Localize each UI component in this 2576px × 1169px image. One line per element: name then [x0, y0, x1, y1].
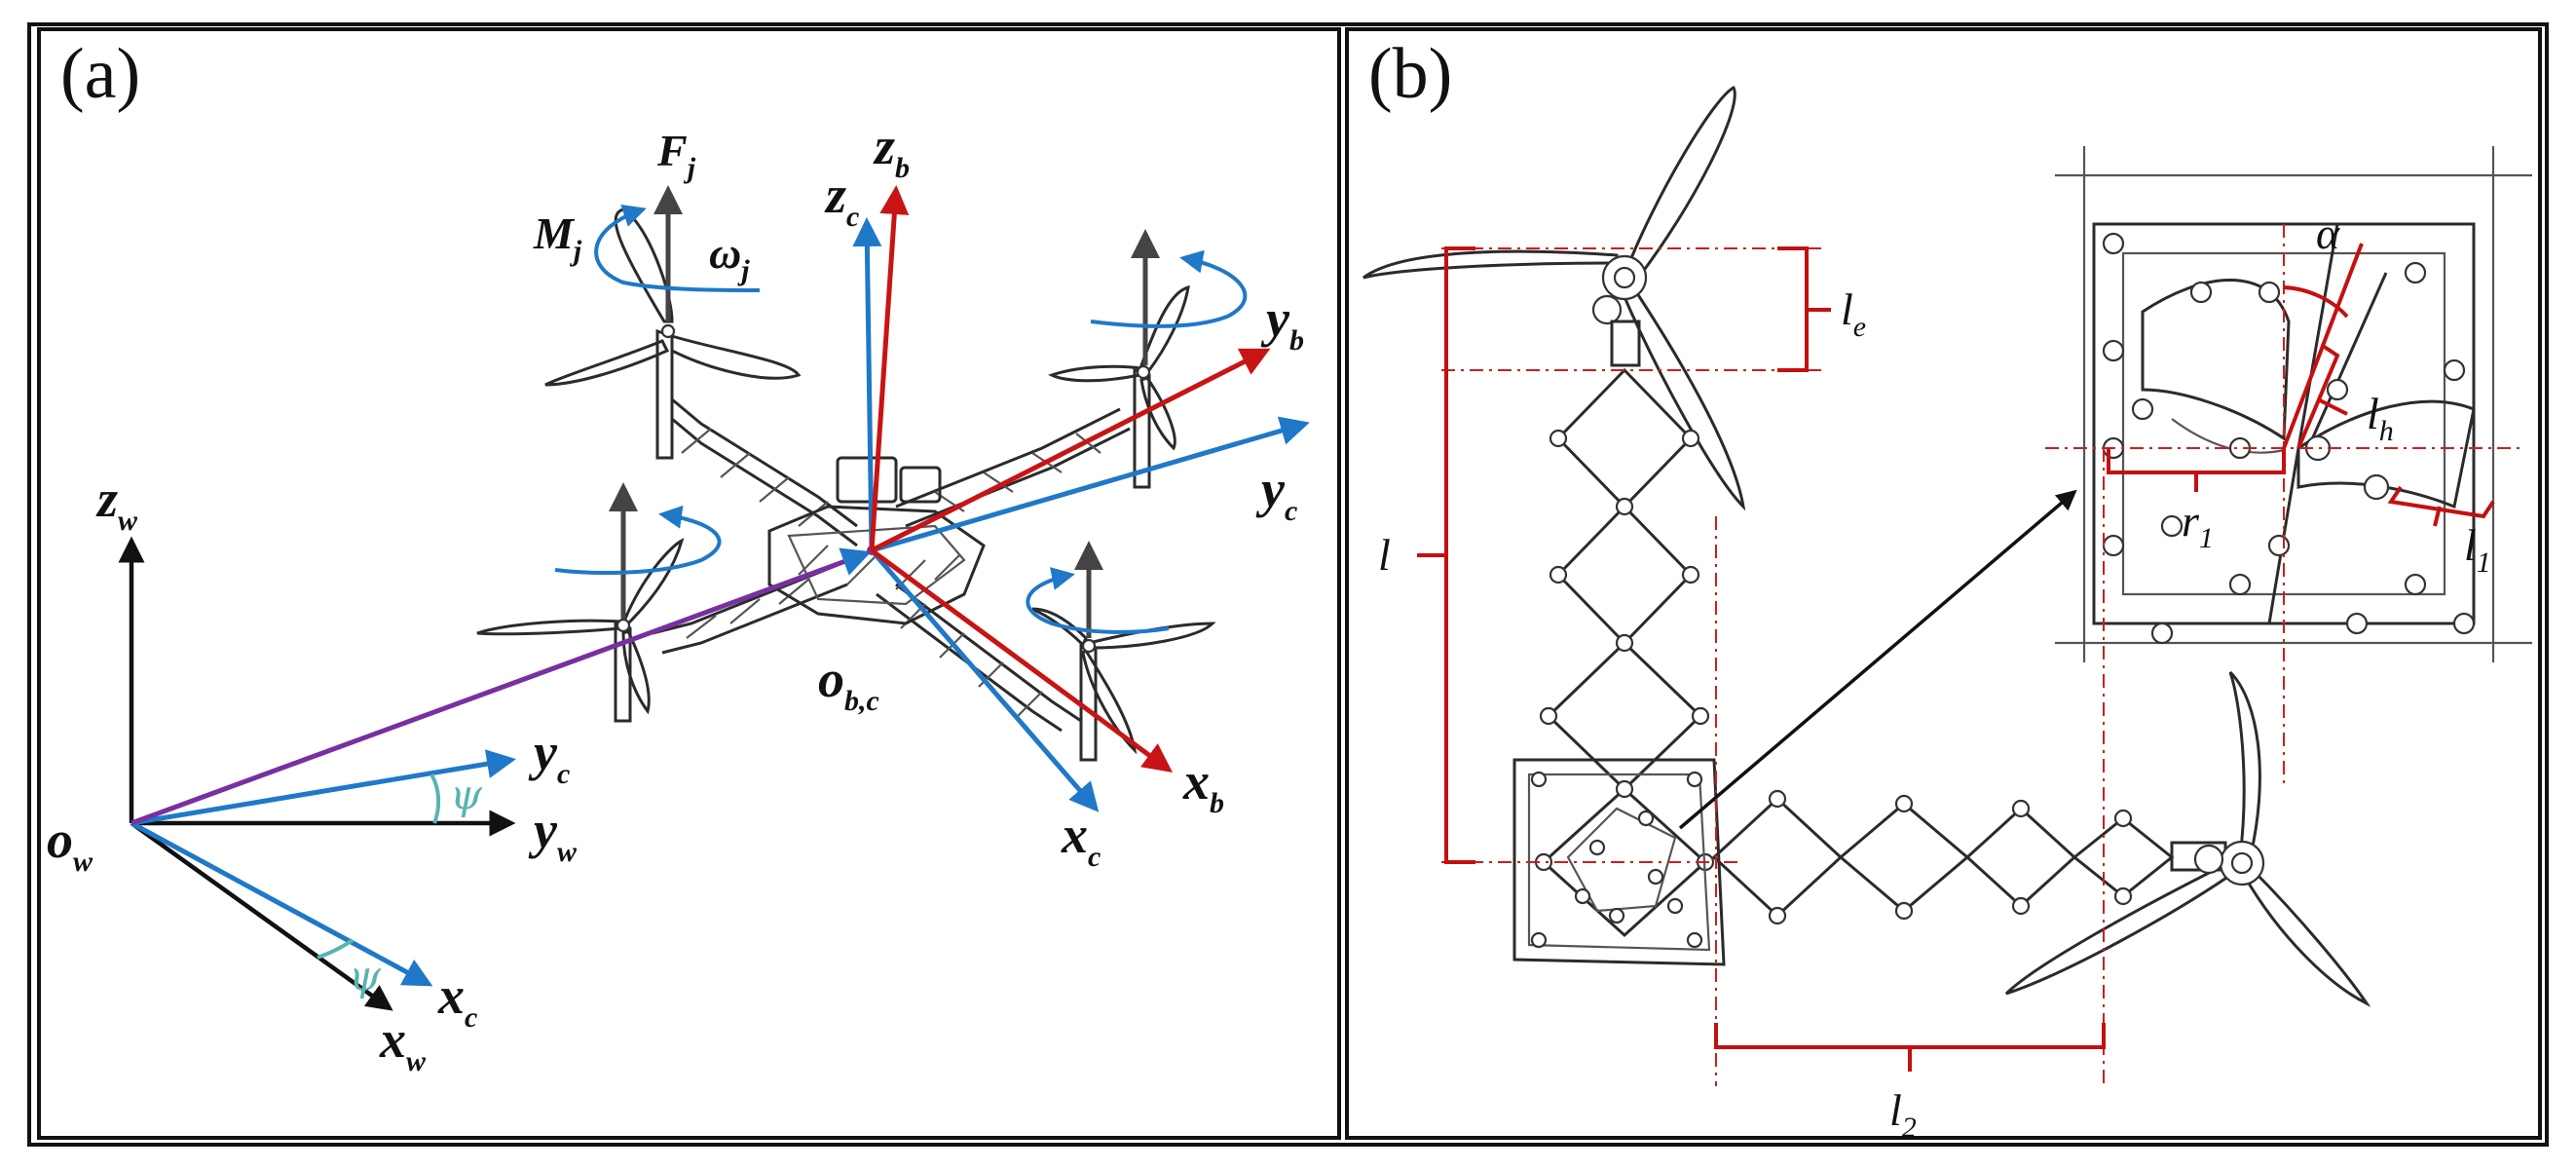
- panel-b-frame: [1345, 27, 2542, 1140]
- dim-r1-label: r1: [2182, 496, 2214, 554]
- b-y-axis: [870, 348, 1271, 553]
- c-x-axis: [870, 548, 1100, 812]
- rotation-arc-nw: [594, 204, 761, 292]
- world-x-axis: [130, 821, 393, 1011]
- scissor-arm-vertical: [1534, 367, 1715, 938]
- panel-a: (a): [47, 34, 1310, 1077]
- b-z-axis: [869, 185, 910, 551]
- scissor-arm-sw: [652, 563, 848, 655]
- dim-l1-bracket: [2387, 485, 2495, 527]
- dim-alpha-label: α: [2316, 208, 2340, 258]
- yaw-x-label: xc: [437, 966, 477, 1034]
- dim-r1-bracket: [2107, 448, 2286, 492]
- panel-a-frame: [37, 27, 1341, 1140]
- dim-l2-label: l2: [1889, 1085, 1917, 1144]
- hub-plate: [1512, 758, 1726, 966]
- yaw-y-label: yc: [528, 723, 570, 790]
- world-z-label: zw: [95, 470, 138, 537]
- position-vector: [131, 547, 872, 826]
- propeller-top: [1363, 85, 1746, 511]
- world-origin-label: ow: [47, 811, 93, 878]
- yb-label: yb: [1260, 289, 1304, 357]
- panel-b: (b): [1363, 34, 2532, 1144]
- dim-l2-bracket: [1714, 1023, 2106, 1072]
- psi-arc-x: [317, 938, 355, 960]
- dim-l-label: l: [1378, 530, 1391, 580]
- world-y-label: yw: [528, 801, 578, 868]
- rotation-arc-ne: [1090, 249, 1248, 328]
- yc-label: yc: [1255, 460, 1297, 527]
- dim-lh-bracket: [2296, 344, 2348, 449]
- body-origin-label: ob,c: [818, 650, 879, 717]
- zoom-detail: [2055, 146, 2532, 662]
- psi-label-y: ψ: [450, 771, 483, 818]
- panel-a-label: (a): [60, 34, 140, 114]
- rotation-arc-sw: [554, 505, 722, 575]
- force-label: Fj: [656, 126, 696, 184]
- psi-label-x: ψ: [349, 952, 382, 999]
- scissor-arm-se: [876, 583, 1082, 733]
- c-y-axis: [871, 416, 1310, 553]
- rotor-nw: [544, 207, 802, 460]
- psi-arc-y: [429, 773, 441, 824]
- zb-label: zb: [873, 117, 910, 184]
- xb-label: xb: [1182, 752, 1224, 819]
- zc-label: zc: [824, 166, 859, 233]
- rotation-arc-se: [1026, 567, 1170, 634]
- world-x-label: xw: [379, 1010, 427, 1077]
- dim-l-bracket: [1417, 246, 1475, 864]
- outer-border: [27, 22, 2549, 1147]
- center-hub: [767, 456, 986, 625]
- xc-label: xc: [1061, 806, 1101, 873]
- c-z-axis: [852, 217, 882, 551]
- dim-lh-label: lh: [2367, 389, 2394, 447]
- propeller-bottom: [2004, 670, 2371, 1007]
- moment-label: Mj: [533, 208, 582, 267]
- dim-le-bracket: [1777, 246, 1831, 372]
- rotor-sw: [476, 538, 685, 723]
- panel-b-label: (b): [1368, 34, 1452, 114]
- yaw-y-axis: [131, 749, 516, 826]
- dim-le-label: le: [1841, 284, 1866, 343]
- dim-l1-label: l1: [2464, 520, 2491, 579]
- omega-label: ωj: [709, 228, 750, 286]
- yaw-x-axis: [130, 820, 433, 987]
- b-x-axis: [870, 547, 1174, 773]
- zoom-pointer-arrow: [1678, 489, 2077, 830]
- scissor-arm-ne: [895, 407, 1131, 528]
- scissor-arm-horizontal: [1711, 789, 2227, 925]
